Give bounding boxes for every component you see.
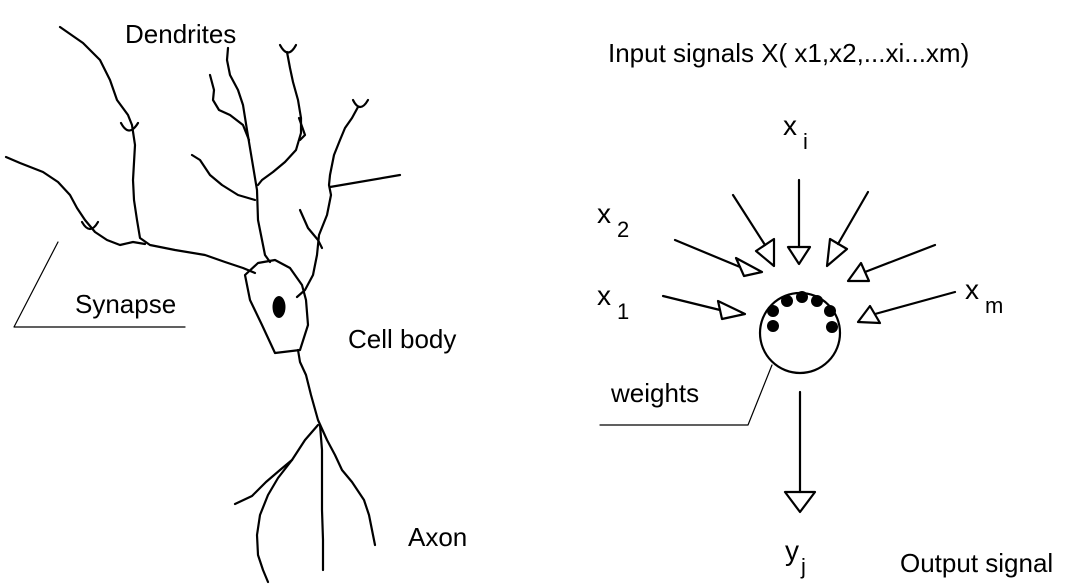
- dendrite-branch: [6, 157, 145, 245]
- input-base: x: [965, 274, 979, 305]
- input-arrow-head: [827, 239, 847, 266]
- output-base: y: [785, 535, 799, 566]
- input-subscript: i: [803, 129, 808, 154]
- input-base: x: [597, 198, 611, 229]
- output-label-yj: yj: [785, 537, 806, 565]
- dendrite-branch: [60, 27, 255, 273]
- input-arrow-line: [733, 195, 765, 245]
- input-arrow-head: [736, 258, 762, 276]
- axon: [320, 425, 323, 570]
- synapse-terminal: [280, 45, 296, 53]
- input-arrow-head: [848, 263, 869, 281]
- dendrite-branch: [330, 175, 400, 187]
- input-arrow-line: [875, 292, 955, 314]
- input-label-xm: xm: [965, 276, 1003, 304]
- input-arrow-line: [675, 240, 740, 267]
- axon: [298, 350, 375, 545]
- input-label-x2: x2: [597, 200, 629, 228]
- axon: [257, 460, 292, 582]
- input-subscript: 2: [617, 217, 629, 242]
- synapse-terminal: [353, 100, 368, 107]
- axon: [235, 425, 318, 504]
- artificial-neuron: [600, 180, 955, 512]
- input-label-x1: x1: [597, 282, 629, 310]
- neuron-circle: [760, 293, 840, 373]
- cell-body-label: Cell body: [348, 326, 456, 352]
- dendrite-branch: [258, 52, 301, 185]
- input-base: x: [783, 110, 797, 141]
- dendrite-branch: [227, 48, 270, 262]
- synapse-terminal: [121, 123, 138, 131]
- weight-dot: [767, 320, 779, 332]
- weight-dot: [826, 321, 838, 333]
- input-subscript: m: [985, 293, 1003, 318]
- nucleus: [273, 296, 286, 318]
- input-arrow-line: [865, 245, 935, 272]
- input-arrow-line: [663, 296, 720, 310]
- weight-dot: [811, 295, 823, 307]
- weight-dot: [767, 305, 779, 317]
- weights-label: weights: [611, 380, 699, 406]
- input-base: x: [597, 280, 611, 311]
- dendrites-label: Dendrites: [125, 21, 236, 47]
- weight-dots: [767, 291, 838, 333]
- output-arrow-head: [785, 492, 815, 512]
- output-signal-label: Output signal: [900, 550, 1053, 576]
- synapse-label: Synapse: [75, 291, 176, 317]
- input-arrow-line: [838, 192, 868, 244]
- weight-dot: [796, 291, 808, 303]
- input-signals-label: Input signals X( x1,x2,...xi...xm): [608, 40, 969, 66]
- input-arrow-head: [718, 301, 745, 319]
- input-label-xi: xi: [783, 112, 808, 140]
- neuron-drawing: [6, 27, 400, 582]
- axon-label: Axon: [408, 524, 467, 550]
- input-subscript: 1: [617, 299, 629, 324]
- input-arrow-head: [788, 247, 810, 264]
- dendrite-branch: [297, 107, 358, 297]
- weight-dot: [781, 295, 793, 307]
- dendrite-branch: [192, 155, 255, 200]
- dendrite-branch: [300, 210, 322, 248]
- output-subscript: j: [801, 554, 806, 579]
- weight-dot: [824, 305, 836, 317]
